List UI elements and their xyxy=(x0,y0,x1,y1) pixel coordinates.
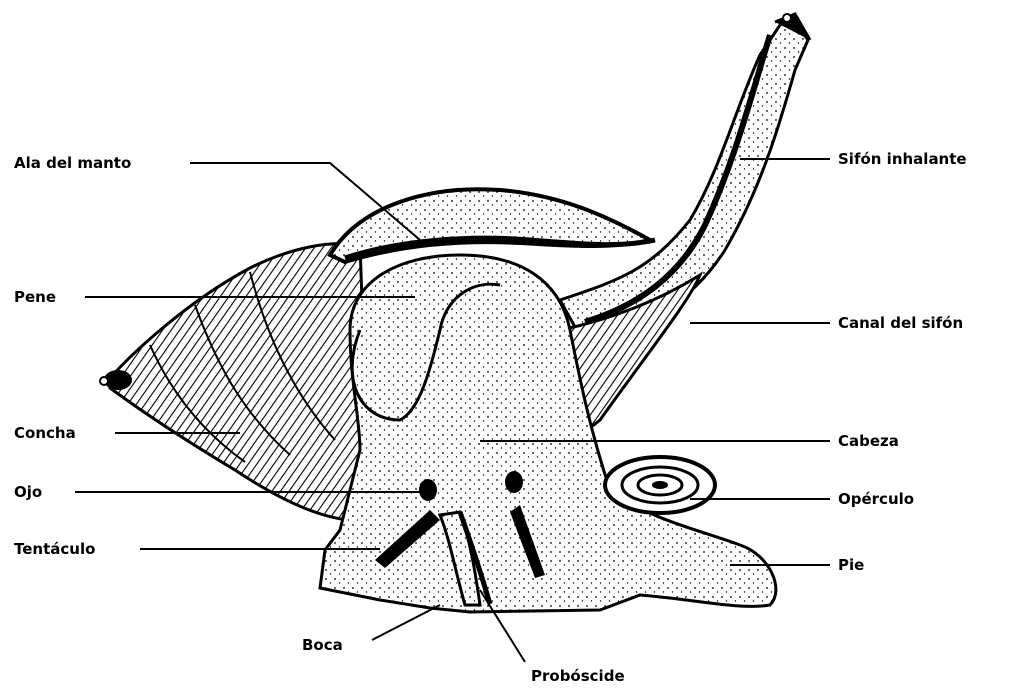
shell-drawing xyxy=(100,244,370,521)
label-tentaculo: Tentáculo xyxy=(14,540,95,558)
label-proboscide: Probóscide xyxy=(531,667,625,685)
label-cabeza: Cabeza xyxy=(838,432,899,450)
label-concha: Concha xyxy=(14,424,76,442)
label-canal-del-sifon: Canal del sifón xyxy=(838,314,963,332)
label-sifon-inhalante: Sifón inhalante xyxy=(838,150,967,168)
label-boca: Boca xyxy=(302,636,343,654)
label-ojo: Ojo xyxy=(14,483,42,501)
operculum-drawing xyxy=(605,457,715,513)
leader-boca xyxy=(372,605,440,640)
label-ala-del-manto: Ala del manto xyxy=(14,154,131,172)
label-pene: Pene xyxy=(14,288,56,306)
label-pie: Pie xyxy=(838,556,864,574)
label-operculo: Opérculo xyxy=(838,490,914,508)
mantle-wing-drawing xyxy=(330,189,655,262)
body-drawing xyxy=(320,255,776,612)
